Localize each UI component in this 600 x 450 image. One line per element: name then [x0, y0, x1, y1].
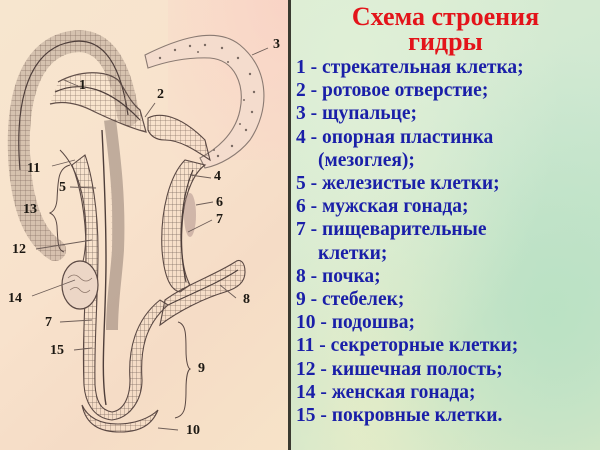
panel-divider [288, 0, 291, 450]
hydra-section-drawing [7, 30, 269, 433]
male-gonad [184, 193, 196, 237]
legend-item-2: 2 - ротовое отверстие; [296, 80, 489, 102]
label-7-upper: 7 [216, 212, 223, 227]
label-7-lower: 7 [45, 315, 52, 330]
legend-item-7-continued: клетки; [318, 242, 388, 264]
legend-item-6: 6 - мужская гонада; [296, 196, 469, 218]
hydra-diagram-panel: 1 2 3 4 5 6 7 8 9 10 11 12 13 14 7 15 [0, 0, 288, 450]
body-column [59, 119, 169, 421]
right-tentacle [144, 34, 265, 169]
legend-item-11: 11 - секреторные клетки; [296, 335, 519, 357]
legend-item-4-continued: (мезоглея); [318, 149, 415, 171]
label-5: 5 [59, 180, 66, 195]
legend-item-10: 10 - подошва; [296, 312, 416, 334]
title-line-1: Схема строения [351, 2, 540, 31]
label-10: 10 [186, 423, 200, 438]
label-13: 13 [23, 202, 37, 217]
legend-item-4: 4 - опорная пластинка [296, 126, 494, 148]
label-3: 3 [273, 37, 280, 52]
legend-item-8: 8 - почка; [296, 265, 381, 287]
label-2: 2 [157, 87, 164, 102]
legend-list: 1 - стрекательная клетка; 2 - ротовое от… [296, 56, 524, 427]
legend-item-7: 7 - пищеварительные [296, 219, 487, 241]
legend-item-5: 5 - железистые клетки; [296, 173, 500, 195]
leader-lines [31, 47, 269, 431]
bud [159, 259, 246, 327]
legend-item-15: 15 - покровные клетки. [296, 405, 503, 427]
legend-item-14: 14 - женская гонада; [296, 381, 476, 403]
title-line-2: гидры [408, 27, 483, 56]
legend-item-9: 9 - стебелек; [296, 289, 405, 311]
right-body-wall [147, 114, 211, 293]
bracket-9 [174, 321, 192, 419]
label-4: 4 [214, 169, 221, 184]
label-14: 14 [8, 291, 22, 306]
legend-item-3: 3 - щупальце; [296, 103, 417, 125]
female-gonad [61, 260, 99, 310]
label-12: 12 [12, 242, 26, 257]
legend-panel: Схема строения гидры 1 - стрекательная к… [291, 0, 600, 450]
legend-item-12: 12 - кишечная полость; [296, 358, 503, 380]
label-6: 6 [216, 195, 223, 210]
label-11: 11 [27, 161, 41, 176]
label-15: 15 [50, 343, 64, 358]
upper-arm [49, 72, 147, 133]
basal-disc [81, 404, 159, 433]
page-title: Схема строения гидры [291, 2, 600, 56]
label-8: 8 [243, 292, 250, 307]
bracket-13 [48, 164, 71, 253]
legend-item-1: 1 - стрекательная клетка; [296, 57, 524, 78]
label-1: 1 [79, 78, 86, 93]
left-tentacle [7, 30, 139, 261]
label-9: 9 [198, 361, 205, 376]
